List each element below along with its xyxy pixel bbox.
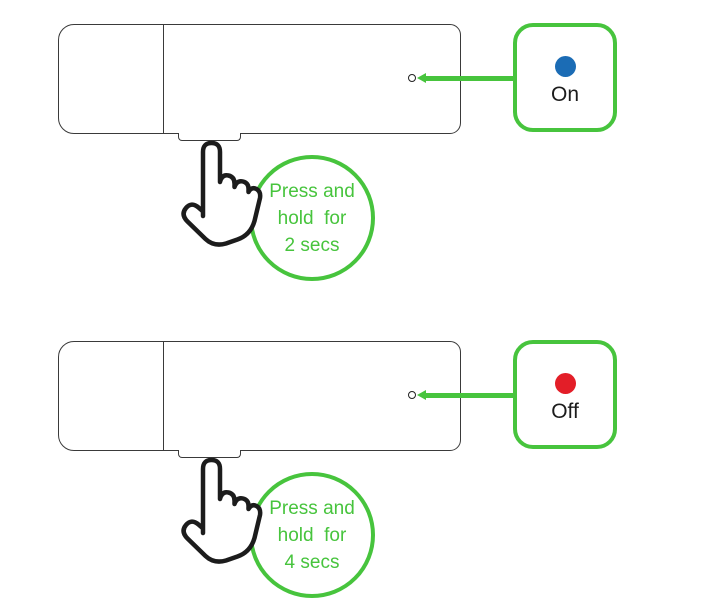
led-indicator-icon xyxy=(408,74,416,82)
status-callout-on: On xyxy=(513,23,617,132)
instruction-line: 4 secs xyxy=(284,551,340,573)
callout-connector-line xyxy=(425,75,515,81)
pointing-hand-icon xyxy=(181,457,263,564)
power-button-icon xyxy=(178,450,241,458)
instruction-bubble: Press and hold for 2 secs xyxy=(249,155,375,281)
connector-arrowhead-icon xyxy=(417,73,426,83)
device-cap-divider xyxy=(163,342,165,450)
connector-arrowhead-icon xyxy=(417,390,426,400)
power-off-section: Off Press and hold for 4 secs xyxy=(0,317,703,604)
status-callout-off: Off xyxy=(513,340,617,449)
led-indicator-icon xyxy=(408,391,416,399)
instruction-line: Press and xyxy=(269,180,355,202)
device-cap-divider xyxy=(163,25,165,133)
power-on-section: On Press and hold for 2 secs xyxy=(0,0,703,290)
callout-connector-line xyxy=(425,392,515,398)
instruction-line: hold for xyxy=(277,207,347,229)
blue-led-dot-icon xyxy=(554,56,576,77)
status-label: Off xyxy=(551,400,579,423)
device-body xyxy=(58,341,461,451)
pointing-hand-icon xyxy=(181,140,263,247)
instruction-bubble: Press and hold for 4 secs xyxy=(249,472,375,598)
status-label: On xyxy=(550,83,579,106)
instruction-line: hold for xyxy=(277,524,347,546)
red-led-dot-icon xyxy=(554,373,576,394)
instruction-line: Press and xyxy=(269,497,355,519)
device-body xyxy=(58,24,461,134)
power-button-icon xyxy=(178,133,241,141)
instruction-line: 2 secs xyxy=(284,234,340,256)
